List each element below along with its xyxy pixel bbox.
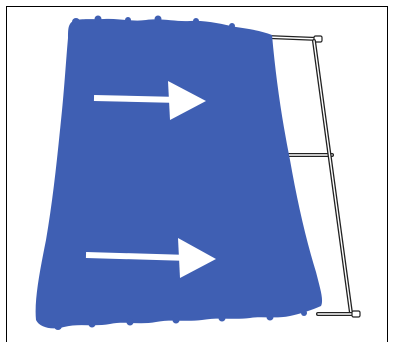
upper-arrow-head [168,81,206,120]
rail-frame [266,35,361,318]
curtain-fabric [35,18,323,329]
upper-arrow [93,81,206,120]
bottom-rail-cap [351,310,361,318]
curtain-edge-texture [54,15,307,330]
lower-arrow-head [178,238,216,278]
lower-arrow [85,238,216,278]
